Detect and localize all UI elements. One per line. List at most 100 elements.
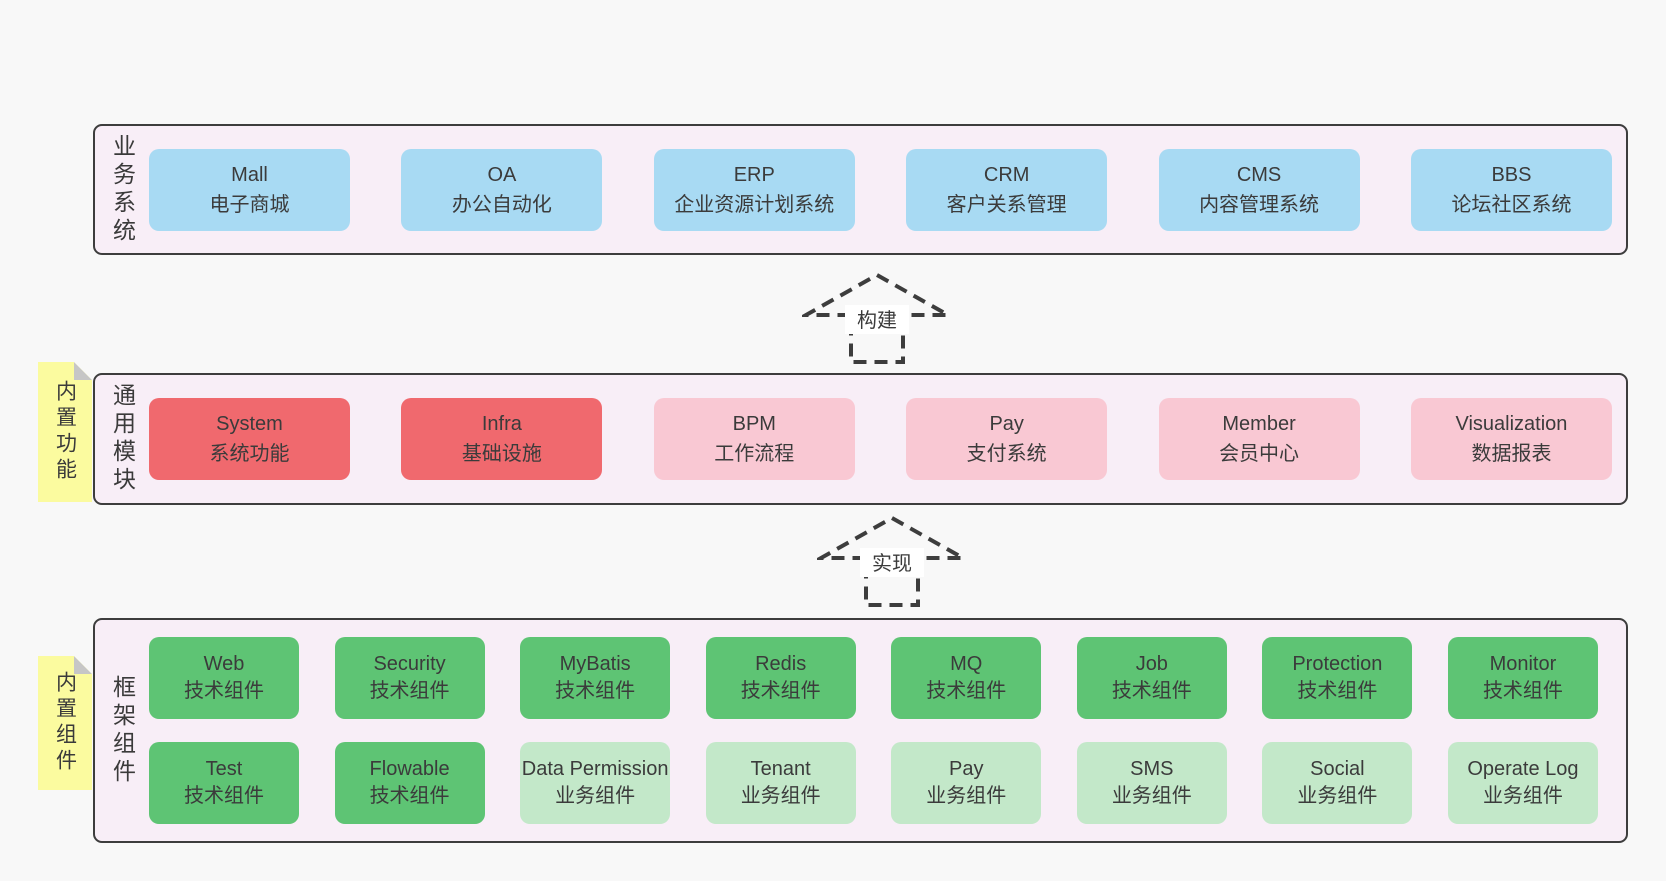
- box-member: Member 会员中心: [1158, 398, 1360, 480]
- tech-components-row: Web 技术组件 Security 技术组件 MyBatis 技术组件 Redi…: [149, 637, 1598, 719]
- box-subtitle: 技术组件: [1111, 680, 1192, 702]
- box-subtitle: 数据报表: [1471, 443, 1552, 465]
- box-mall: Mall 电子商城: [149, 148, 350, 231]
- framework-components-label: 框架组件: [95, 620, 149, 841]
- sticky-note-builtin-components: 内置组件: [38, 656, 92, 790]
- box-title: CRM: [983, 163, 1030, 186]
- box-title: SMS: [1130, 758, 1174, 780]
- box-subtitle: 技术组件: [184, 680, 264, 702]
- business-systems-row: Mall 电子商城 OA 办公自动化 ERP 企业资源计划系统 CRM 客户关系…: [149, 126, 1626, 253]
- common-modules-label: 通用模块: [95, 375, 149, 503]
- box-subtitle: 办公自动化: [451, 193, 552, 216]
- business-systems-panel: 业务系统 Mall 电子商城 OA 办公自动化 ERP 企业资源计划系统 CRM…: [93, 124, 1628, 255]
- box-title: Data Permission: [521, 758, 669, 780]
- box-title: Test: [205, 758, 243, 780]
- box-job: Job 技术组件: [1076, 637, 1227, 719]
- box-subtitle: 客户关系管理: [946, 193, 1067, 216]
- box-crm: CRM 客户关系管理: [906, 148, 1108, 231]
- box-erp: ERP 企业资源计划系统: [653, 148, 855, 231]
- folded-corner-icon: [74, 656, 92, 674]
- implement-arrow-label: 实现: [872, 552, 912, 575]
- up-arrow-icon: 实现: [817, 515, 967, 607]
- panel-label-text: 业务系统: [109, 133, 136, 246]
- box-title: CMS: [1236, 163, 1282, 186]
- box-title: Protection: [1292, 653, 1383, 675]
- box-title: ERP: [733, 163, 775, 186]
- common-modules-row: System 系统功能 Infra 基础设施 BPM 工作流程 Pay 支付系统…: [149, 375, 1626, 503]
- box-subtitle: 论坛社区系统: [1451, 193, 1572, 216]
- box-subtitle: 技术组件: [369, 680, 450, 702]
- biz-components-row: Test 技术组件 Flowable 技术组件 Data Permission …: [149, 742, 1598, 824]
- box-subtitle: 业务组件: [740, 785, 821, 807]
- common-modules-panel: 通用模块 System 系统功能 Infra 基础设施 BPM 工作流程 Pay…: [93, 373, 1628, 505]
- box-subtitle: 技术组件: [926, 680, 1007, 702]
- sticky-note-builtin-functions: 内置功能: [38, 362, 92, 502]
- box-subtitle: 技术组件: [740, 680, 821, 702]
- box-subtitle: 业务组件: [1297, 785, 1378, 807]
- box-operate-log: Operate Log 业务组件: [1447, 742, 1598, 824]
- box-visualization: Visualization 数据报表: [1410, 398, 1612, 480]
- framework-components-panel: 框架组件 Web 技术组件 Security 技术组件 MyBatis 技术组件…: [93, 618, 1628, 843]
- box-subtitle: 工作流程: [714, 443, 795, 465]
- box-title: Operate Log: [1467, 758, 1579, 780]
- box-title: Infra: [481, 413, 522, 435]
- box-subtitle: 技术组件: [555, 680, 636, 702]
- box-subtitle: 企业资源计划系统: [674, 193, 835, 216]
- build-arrow: 构建: [802, 271, 952, 366]
- box-title: Mall: [231, 163, 268, 186]
- box-title: Tenant: [750, 758, 811, 780]
- box-pay-component: Pay 业务组件: [891, 742, 1042, 824]
- box-title: Member: [1222, 413, 1296, 435]
- box-subtitle: 业务组件: [1482, 785, 1563, 807]
- box-redis: Redis 技术组件: [705, 637, 856, 719]
- box-mybatis: MyBatis 技术组件: [520, 637, 671, 719]
- box-title: Redis: [755, 653, 807, 675]
- box-subtitle: 技术组件: [369, 785, 450, 807]
- box-subtitle: 技术组件: [184, 785, 264, 807]
- box-data-permission: Data Permission 业务组件: [520, 742, 671, 824]
- box-title: MyBatis: [559, 653, 631, 675]
- box-title: Pay: [949, 758, 984, 780]
- sticky-note-text: 内置组件: [53, 671, 77, 775]
- box-web: Web 技术组件: [149, 637, 299, 719]
- box-bbs: BBS 论坛社区系统: [1410, 148, 1612, 231]
- sticky-note-text: 内置功能: [53, 380, 77, 484]
- box-subtitle: 电子商城: [209, 193, 290, 216]
- box-tenant: Tenant 业务组件: [705, 742, 856, 824]
- box-security: Security 技术组件: [334, 637, 485, 719]
- box-sms: SMS 业务组件: [1076, 742, 1227, 824]
- box-infra: Infra 基础设施: [401, 398, 603, 480]
- up-arrow-icon: 构建: [802, 272, 952, 364]
- folded-corner-icon: [74, 362, 92, 380]
- box-title: MQ: [950, 653, 983, 675]
- box-system: System 系统功能: [149, 398, 350, 480]
- box-title: Flowable: [369, 758, 450, 780]
- box-social: Social 业务组件: [1262, 742, 1413, 824]
- box-oa: OA 办公自动化: [401, 148, 603, 231]
- framework-components-rows: Web 技术组件 Security 技术组件 MyBatis 技术组件 Redi…: [149, 620, 1626, 841]
- box-title: Social: [1310, 758, 1365, 780]
- box-subtitle: 业务组件: [1111, 785, 1192, 807]
- box-monitor: Monitor 技术组件: [1447, 637, 1598, 719]
- business-systems-label: 业务系统: [95, 126, 149, 253]
- implement-arrow: 实现: [817, 514, 967, 609]
- box-protection: Protection 技术组件: [1262, 637, 1413, 719]
- box-title: OA: [487, 163, 517, 186]
- box-subtitle: 内容管理系统: [1199, 193, 1320, 216]
- panel-label-text: 框架组件: [109, 674, 136, 787]
- box-test: Test 技术组件: [149, 742, 299, 824]
- box-mq: MQ 技术组件: [891, 637, 1042, 719]
- box-subtitle: 支付系统: [966, 443, 1047, 465]
- box-pay-module: Pay 支付系统: [906, 398, 1108, 480]
- box-bpm: BPM 工作流程: [653, 398, 855, 480]
- box-title: Monitor: [1489, 653, 1557, 675]
- box-cms: CMS 内容管理系统: [1158, 148, 1360, 231]
- box-subtitle: 基础设施: [461, 443, 542, 465]
- box-title: Pay: [989, 413, 1024, 435]
- box-title: BPM: [732, 413, 776, 435]
- box-subtitle: 会员中心: [1219, 443, 1300, 465]
- box-title: Job: [1135, 653, 1168, 675]
- box-flowable: Flowable 技术组件: [334, 742, 485, 824]
- box-title: System: [216, 413, 283, 435]
- box-title: Web: [203, 653, 245, 675]
